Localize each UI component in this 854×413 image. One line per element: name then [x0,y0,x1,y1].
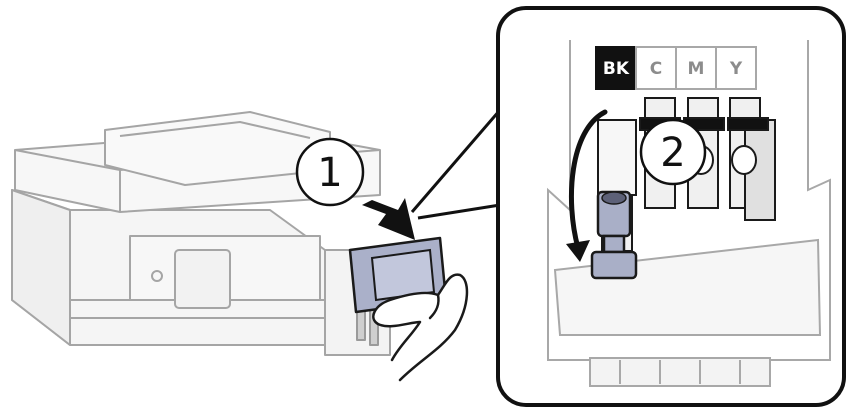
zoom-connector [410,109,502,220]
hand [372,273,469,382]
ink-label-strip: BK C M Y [595,46,757,90]
step-1-label: 1 [317,150,342,196]
down-arrow-icon [362,198,415,240]
ink-label-bk: BK [603,59,630,79]
zoom-detail: 2 [547,40,831,387]
step-2-callout: 2 [639,118,707,186]
step-2-label: 2 [660,130,685,176]
ink-label-m: M [688,59,705,79]
ink-label-y: Y [729,59,743,79]
ink-label-c: C [650,59,662,79]
ink-cap [590,190,638,280]
curved-arrow-icon [568,109,608,251]
step-1-callout: 1 [295,137,365,207]
